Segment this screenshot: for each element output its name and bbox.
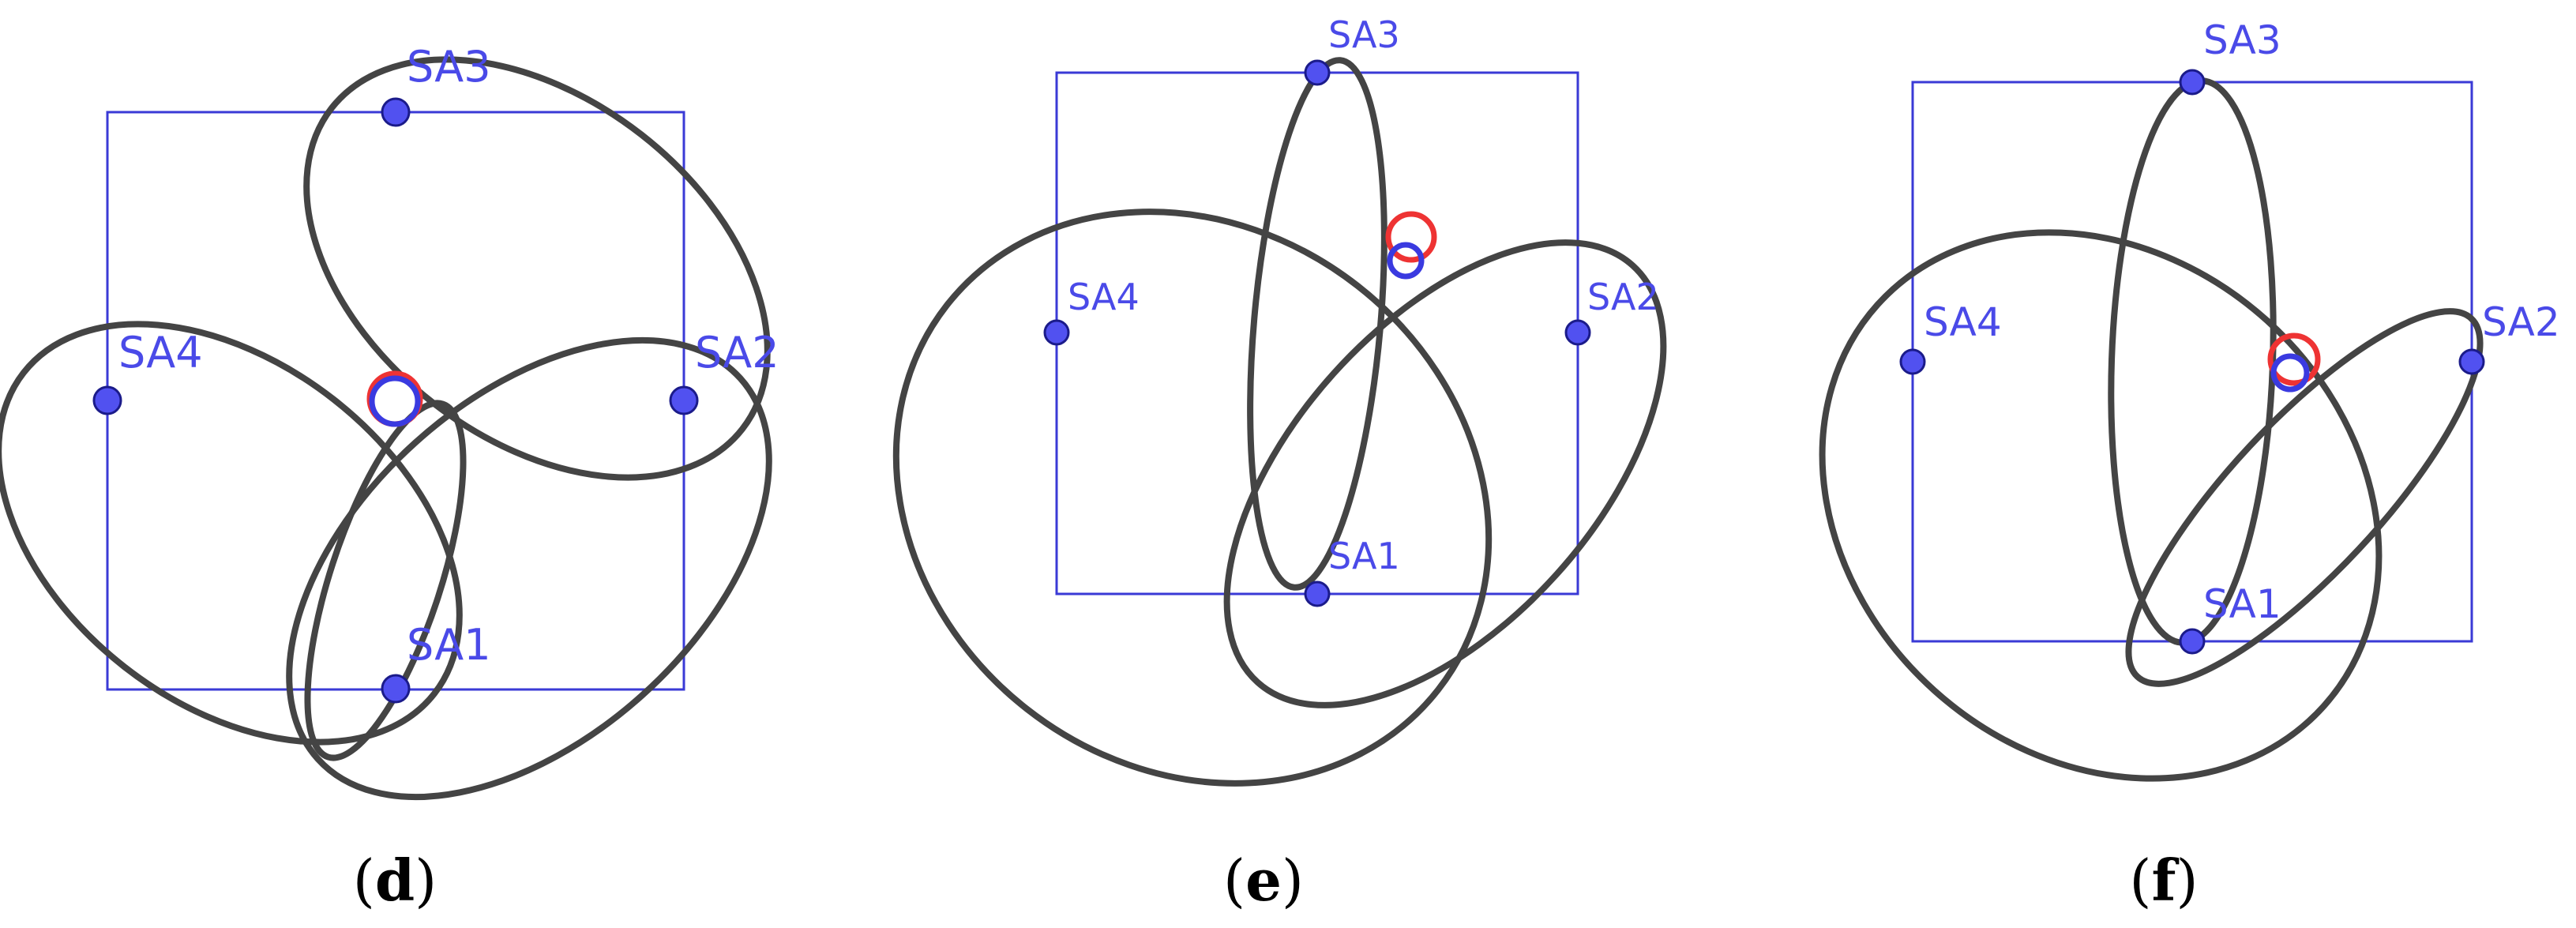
sensor-label-sa3: SA3	[1328, 13, 1400, 56]
sensor-label-sa2: SA2	[1587, 276, 1659, 318]
sensor-sa4	[1043, 319, 1070, 346]
sensor-sa1	[1304, 580, 1331, 607]
sensor-label-sa1: SA1	[2203, 581, 2281, 627]
sensor-label-sa4: SA4	[1924, 299, 2002, 345]
sensor-label-sa1: SA1	[407, 620, 491, 670]
sensor-array-frame	[106, 111, 685, 691]
panel-d: SA1 SA2 SA3 SA4 (d)	[0, 42, 779, 914]
estimated-source-marker	[2270, 353, 2310, 393]
hyperbola-loop-sa3	[2108, 77, 2277, 646]
estimated-source-marker	[1387, 242, 1425, 280]
hyperbola-loop-sa4	[0, 321, 463, 746]
true-source-marker	[2267, 333, 2321, 386]
sensor-array-frame	[1911, 81, 2473, 643]
hyperbola-loop-sa4	[892, 209, 1493, 787]
hyperbola-loop-sa4	[1819, 229, 2383, 782]
sensor-sa2	[669, 385, 699, 415]
sensor-label-sa4: SA4	[1068, 276, 1140, 318]
sensor-label-sa1: SA1	[1328, 535, 1400, 577]
hyperbola-loop-sa2	[1223, 239, 1667, 708]
sensor-sa4	[92, 385, 122, 415]
sensor-sa1	[381, 674, 411, 704]
sensor-sa3	[381, 97, 411, 127]
hyperbola-loop-sa2	[2125, 308, 2484, 687]
sensor-sa3	[2179, 69, 2206, 96]
true-source-marker	[1385, 211, 1437, 263]
panel-caption-d: (d)	[353, 847, 437, 914]
panel-caption-e: (e)	[1223, 847, 1304, 914]
panel-caption-f: (f)	[2129, 847, 2198, 914]
hyperbola-loop-sa3	[303, 56, 771, 481]
hyperbola-loop-sa3	[1247, 57, 1388, 591]
panel-f: SA1 SA2 SA3 SA4 (f)	[1819, 17, 2560, 914]
estimated-source-marker	[369, 375, 421, 427]
hyperbola-loop-sa1	[304, 400, 467, 761]
sensor-sa1	[2179, 628, 2206, 655]
sensor-label-sa3: SA3	[2203, 17, 2281, 63]
sensor-label-sa2: SA2	[2482, 299, 2560, 345]
sensor-sa2	[2458, 348, 2485, 375]
sensor-sa3	[1304, 59, 1331, 86]
hyperbola-loop-sa2	[286, 336, 772, 801]
sensor-label-sa2: SA2	[695, 328, 779, 378]
sensor-label-sa4: SA4	[118, 328, 203, 378]
sensor-array-frame	[1055, 71, 1579, 595]
sensor-label-sa3: SA3	[407, 42, 491, 92]
panel-e: SA1 SA2 SA3 SA4 (e)	[892, 13, 1667, 914]
sensor-sa2	[1564, 319, 1591, 346]
sensor-sa4	[1899, 348, 1926, 375]
